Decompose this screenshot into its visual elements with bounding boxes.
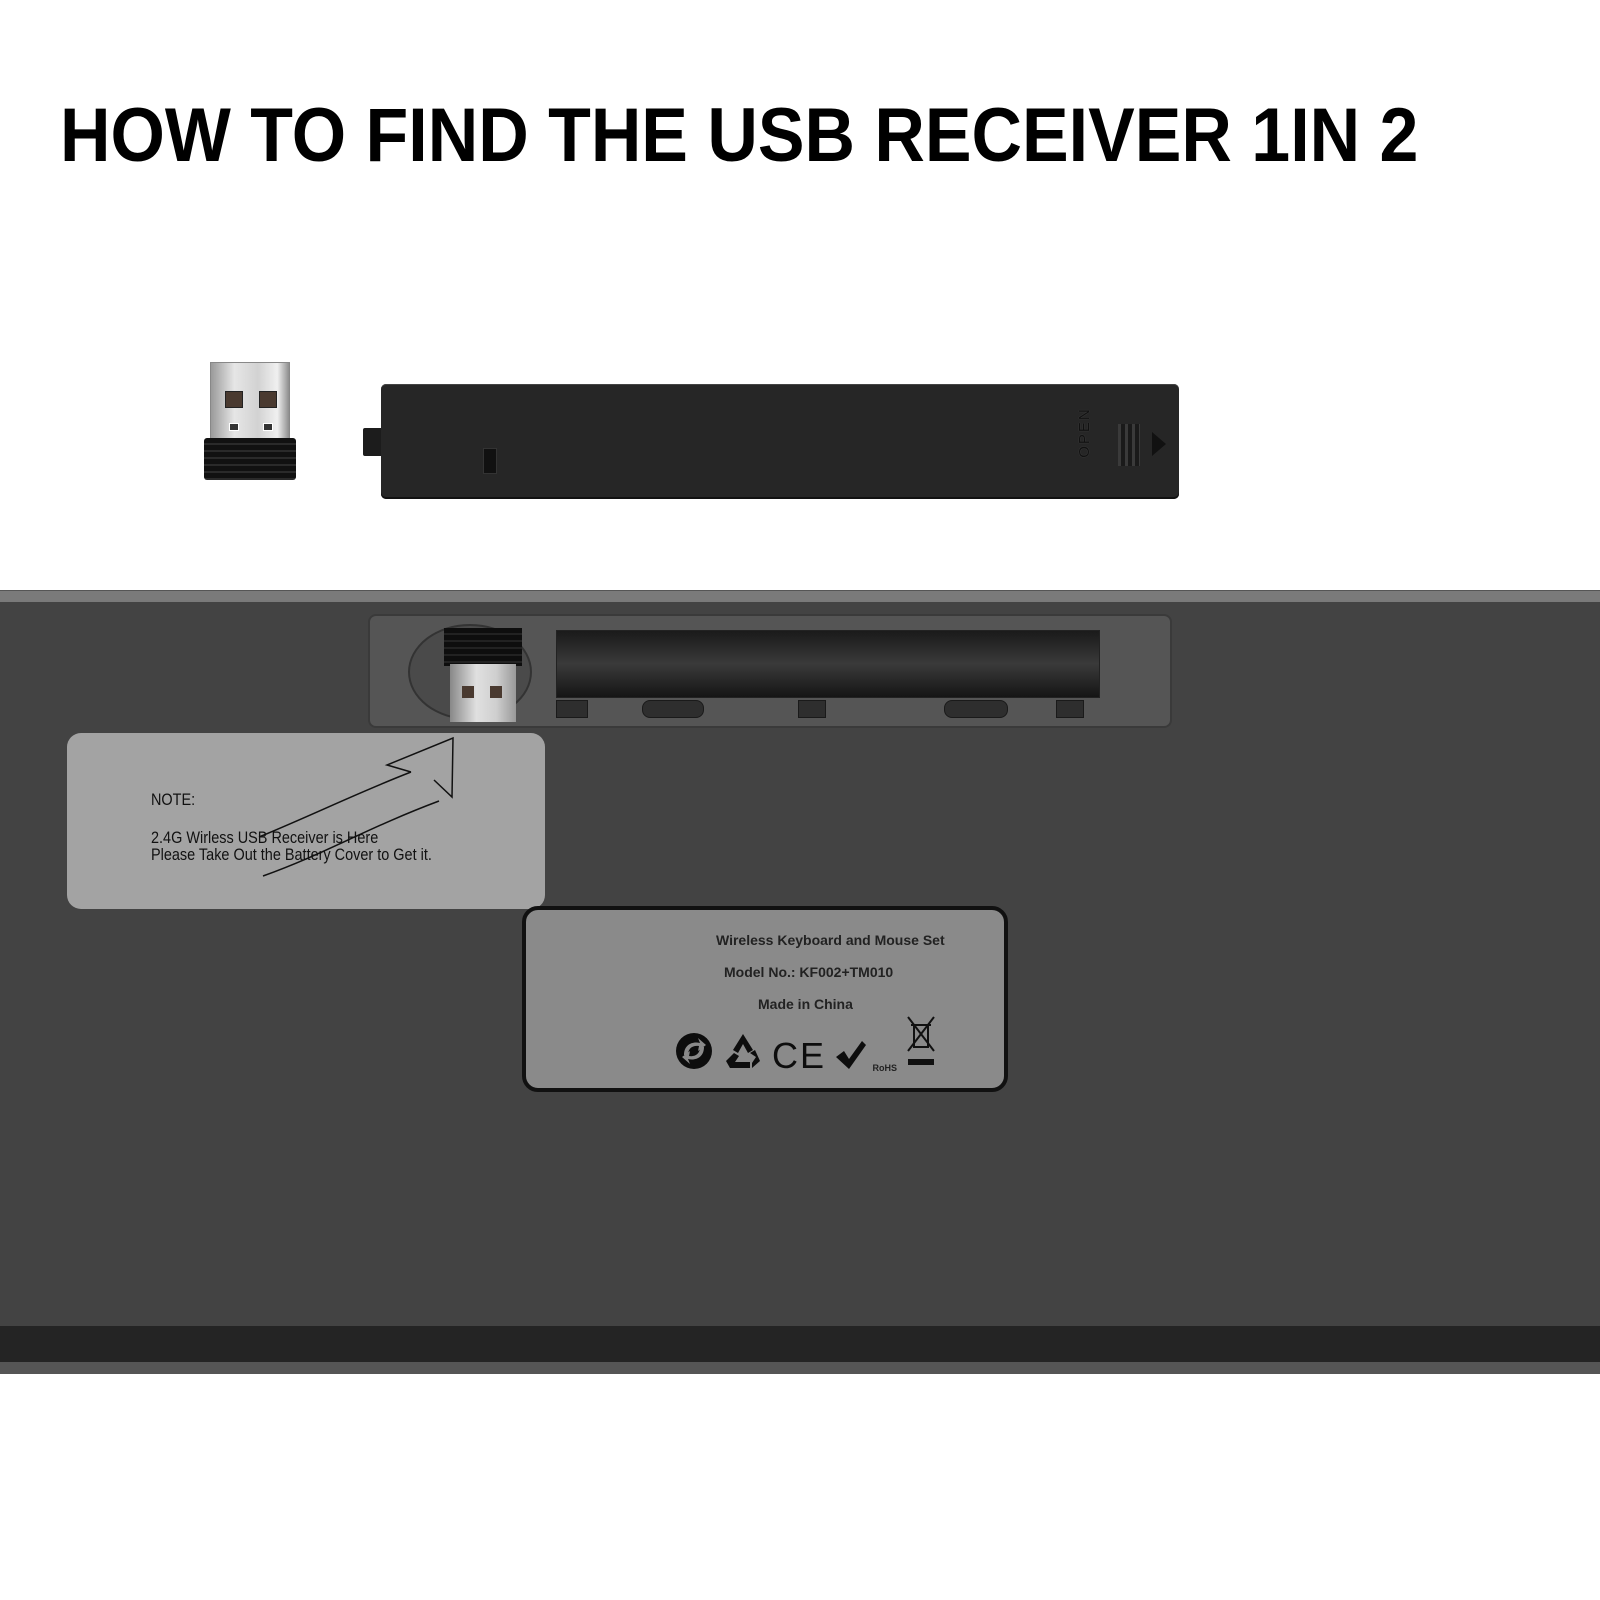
cover-grip-icon <box>1118 424 1140 466</box>
curved-arrow-icon <box>258 736 454 877</box>
open-text: OPEN <box>1075 407 1093 458</box>
recycle-icon <box>722 1031 764 1076</box>
compartment-clip <box>798 700 826 718</box>
usb-contact-hole <box>259 391 277 408</box>
certification-icons: CE RoHS <box>674 1016 937 1076</box>
aaa-battery <box>556 630 1100 698</box>
usb-plug <box>210 362 290 440</box>
note-line-2: Please Take Out the Battery Cover to Get… <box>151 845 432 864</box>
note-heading: NOTE: <box>151 790 196 809</box>
product-label: Wireless Keyboard and Mouse Set Model No… <box>522 906 1008 1092</box>
stored-receiver-body <box>444 628 522 666</box>
rohs-check-icon: RoHS <box>834 1039 897 1076</box>
compartment-clip <box>944 700 1008 718</box>
cover-latch <box>483 448 497 474</box>
weee-bin-icon <box>905 1015 937 1076</box>
stored-receiver-plug <box>450 664 516 722</box>
model-number: Model No.: KF002+TM010 <box>724 964 894 980</box>
usb-contact-hole <box>225 391 243 408</box>
usb-contact-hole <box>462 686 474 698</box>
page-title: HOW TO FIND THE USB RECEIVER 1IN 2 <box>60 93 1419 178</box>
compartment-clip <box>642 700 704 718</box>
ce-mark-icon: CE <box>772 1035 827 1076</box>
rohs-text: RoHS <box>872 1063 897 1073</box>
compartment-clip <box>556 700 588 718</box>
compartment-clip <box>1056 700 1084 718</box>
note-sticker: NOTE: 2.4G Wirless USB Receiver is Here … <box>67 733 545 909</box>
usb-contact-hole <box>490 686 502 698</box>
usb-receiver-body <box>204 438 296 480</box>
battery-cover-image <box>363 384 1179 499</box>
battery-compartment <box>368 614 1172 728</box>
green-dot-icon <box>674 1031 714 1076</box>
usb-pin <box>263 423 273 431</box>
product-name: Wireless Keyboard and Mouse Set <box>716 932 945 948</box>
keyboard-bottom-rim <box>0 1362 1600 1374</box>
origin-text: Made in China <box>758 996 853 1012</box>
keyboard-bottom-edge <box>0 1326 1600 1362</box>
usb-receiver-image <box>204 362 296 480</box>
note-line-1: 2.4G Wirless USB Receiver is Here <box>151 828 379 847</box>
cover-tab <box>363 428 381 456</box>
open-arrow-icon <box>1152 432 1166 456</box>
usb-pin <box>229 423 239 431</box>
